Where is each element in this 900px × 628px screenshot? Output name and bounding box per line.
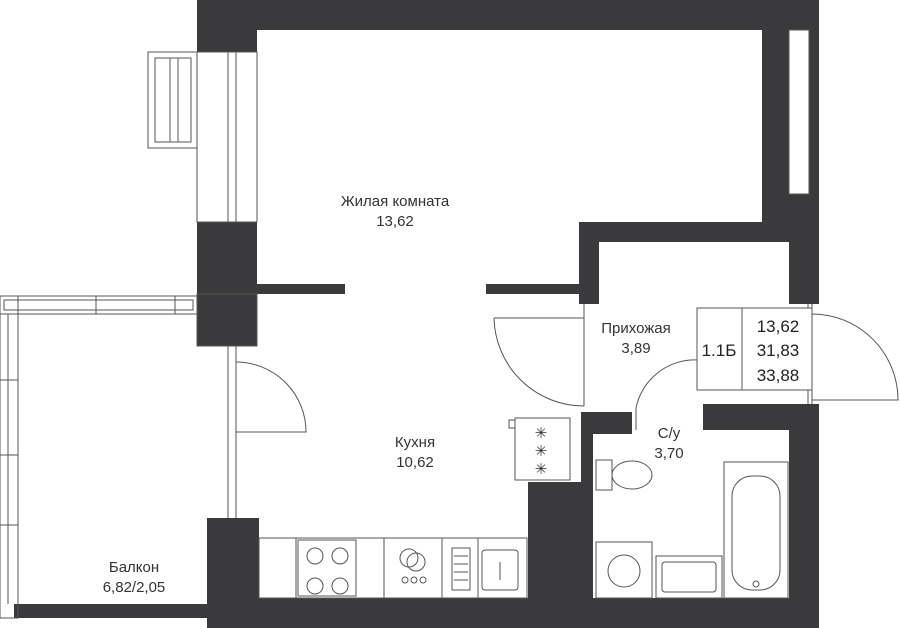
living-area-value: 13,62 [757,317,800,336]
room-name-kitchen: Кухня [395,434,435,451]
svg-text:✳: ✳ [535,425,548,442]
doors [493,304,899,430]
bathroom-fixtures [595,459,789,599]
svg-text:✳: ✳ [535,461,548,478]
room-area-living: 13,62 [376,213,414,230]
balcony-door [196,293,307,518]
area-summary-box: 1.1Б 13,62 31,83 33,88 [696,307,813,391]
room-area-bathroom: 3,70 [654,445,683,462]
kitchen-furniture: ✳ ✳ ✳ [258,417,571,599]
window-left [147,51,258,223]
room-name-bathroom: С/у [658,425,681,442]
room-area-hallway: 3,89 [621,340,650,357]
balcony-frame [0,295,198,619]
apartment-code: 1.1Б [702,341,737,360]
total-area-value: 31,83 [757,341,800,360]
room-area-kitchen: 10,62 [396,454,434,471]
svg-text:✳: ✳ [535,443,548,460]
total-with-balcony-value: 33,88 [757,366,800,385]
room-name-hallway: Прихожая [601,320,671,337]
window-right [788,29,810,195]
room-name-balcony: Балкон [109,559,159,576]
room-labels: Жилая комната 13,62 Кухня 10,62 Прихожая… [103,193,684,596]
room-area-balcony: 6,82/2,05 [103,579,166,596]
room-name-living: Жилая комната [341,193,450,210]
